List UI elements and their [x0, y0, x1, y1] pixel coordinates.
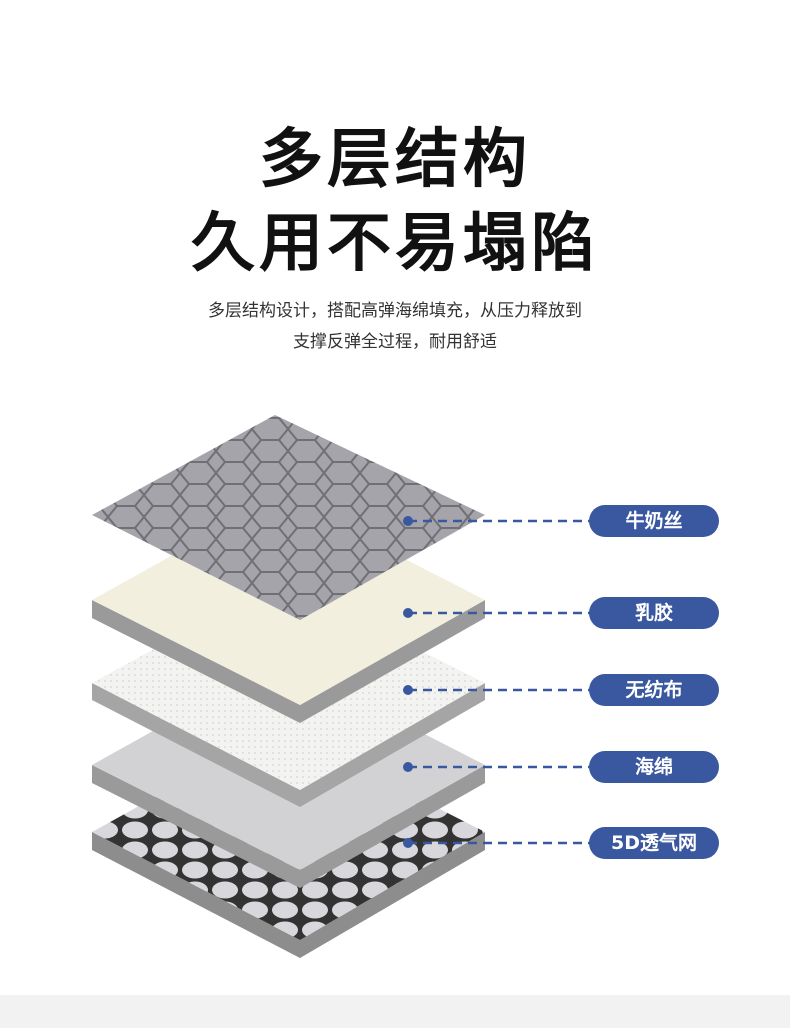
label-milk-silk: 牛奶丝 — [589, 505, 719, 537]
footer-band — [0, 995, 790, 1028]
headline-line-1: 多层结构 — [259, 123, 531, 197]
subtitle-line-2: 支撑反弹全过程，耐用舒适 — [293, 332, 497, 352]
headline-line-2: 久用不易塌陷 — [191, 207, 599, 281]
label-nonwoven: 无纺布 — [589, 674, 719, 706]
layer-milk-silk — [92, 415, 485, 620]
label-mesh: 5D透气网 — [589, 827, 719, 859]
leader-lines — [408, 519, 590, 845]
leader-dots — [403, 516, 413, 848]
subtitle-line-1: 多层结构设计，搭配高弹海绵填充，从压力释放到 — [208, 301, 582, 321]
label-latex: 乳胶 — [589, 597, 719, 629]
label-sponge: 海绵 — [589, 751, 719, 783]
